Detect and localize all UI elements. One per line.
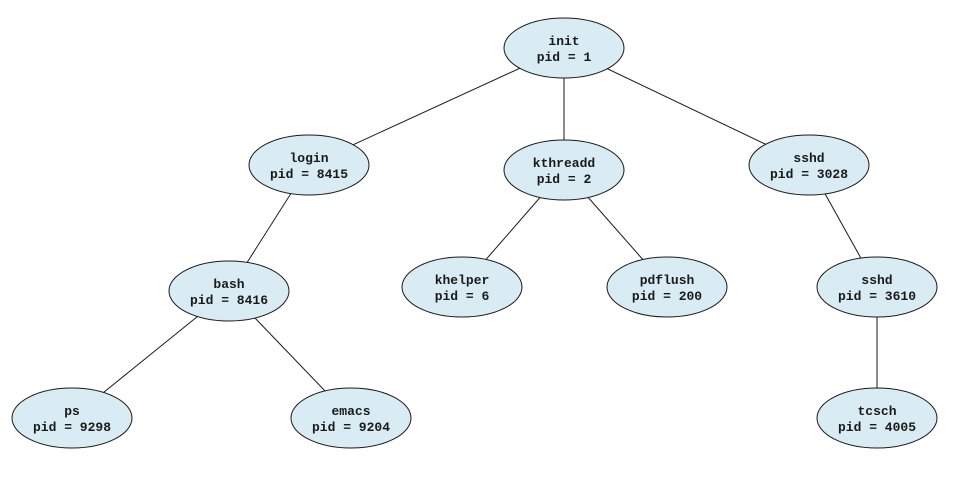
process-name-label: kthreadd — [533, 156, 595, 171]
process-pid-label: pid = 3610 — [838, 289, 916, 304]
process-node-shape — [748, 134, 870, 196]
process-name-label: bash — [213, 277, 244, 292]
process-node-shape — [248, 134, 370, 196]
process-pid-label: pid = 1 — [537, 50, 592, 65]
process-pid-label: pid = 8415 — [270, 167, 348, 182]
process-pid-label: pid = 6 — [435, 289, 490, 304]
process-pid-label: pid = 3028 — [770, 167, 848, 182]
process-pid-label: pid = 200 — [632, 289, 702, 304]
process-name-label: emacs — [331, 404, 370, 419]
process-node-shape — [503, 139, 625, 201]
process-name-label: pdflush — [640, 273, 695, 288]
process-node-shape — [503, 17, 625, 79]
process-name-label: sshd — [861, 273, 892, 288]
edges-layer — [71, 47, 878, 419]
process-pid-label: pid = 8416 — [190, 293, 268, 308]
process-node-shape — [606, 256, 728, 318]
process-node-shape — [401, 256, 523, 318]
process-name-label: login — [289, 151, 328, 166]
process-pid-label: pid = 4005 — [838, 420, 916, 435]
process-node-shape — [816, 387, 938, 449]
process-node-shape — [290, 387, 412, 449]
process-pid-label: pid = 9204 — [312, 420, 390, 435]
process-name-label: khelper — [435, 273, 490, 288]
process-name-label: tcsch — [857, 404, 896, 419]
process-pid-label: pid = 9298 — [33, 420, 111, 435]
process-name-label: ps — [64, 404, 80, 419]
process-name-label: init — [548, 34, 579, 49]
process-pid-label: pid = 2 — [537, 172, 592, 187]
process-node-shape — [11, 387, 133, 449]
process-name-label: sshd — [793, 151, 824, 166]
process-node-shape — [168, 260, 290, 322]
process-node-shape — [816, 256, 938, 318]
